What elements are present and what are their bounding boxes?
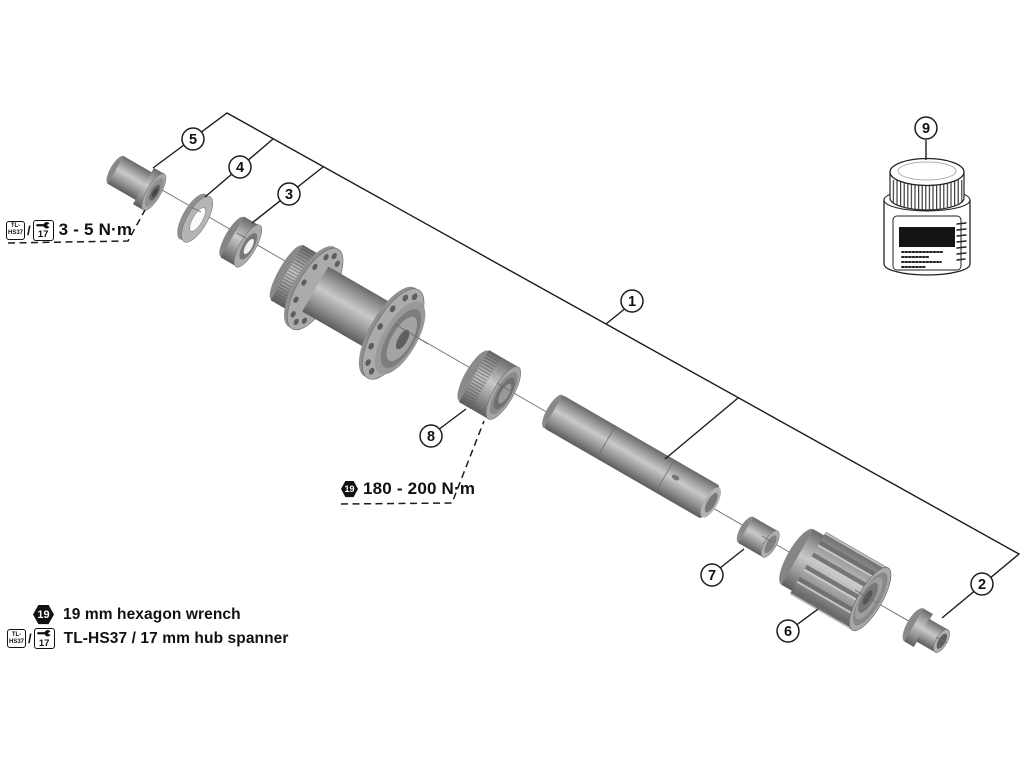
wrench-legend-number: 17 (38, 637, 50, 649)
dashed-leader-torque-1 (7, 209, 146, 244)
jar-label-dotted-text (901, 251, 944, 268)
branch-line-axle (664, 397, 739, 460)
wrench-icon (35, 221, 51, 229)
torque-value-middle: 180 - 200 N·m (363, 479, 476, 498)
torque-leader-lines (7, 209, 485, 505)
legend-row-hub-spanner: TL- HS37 / 17 TL-HS37 / 17 mm hub spanne… (7, 627, 289, 650)
callout-5: 5 (181, 127, 205, 151)
tool-separator: / (27, 222, 31, 238)
callout-8: 8 (419, 424, 443, 448)
callout-5-number: 5 (189, 132, 197, 148)
jar-side-ribs (956, 222, 967, 261)
hexagon-19-legend-icon: 19 (33, 604, 54, 625)
legend-tool-separator: / (28, 631, 32, 646)
callout-8-number: 8 (427, 429, 435, 445)
wrench-17-tool-icon: 17 (32, 219, 54, 241)
legend-row-hexagon-wrench: 19 19 mm hexagon wrench (33, 604, 241, 625)
callout-bubbles: 5 4 3 1 8 7 6 2 (181, 116, 994, 643)
part-washer (177, 193, 214, 243)
part-spacer (736, 516, 780, 558)
callout-9-number: 9 (922, 121, 930, 137)
part-freehub-body (779, 528, 892, 632)
part-left-end-cap (106, 155, 167, 211)
callout-3: 3 (277, 182, 301, 206)
axis-overlay-segments (190, 206, 948, 644)
tl-hs37-legend-icon: TL- HS37 (7, 629, 26, 648)
tl-hs37-tool-icon: TL- HS37 (6, 220, 25, 240)
callout-7-number: 7 (708, 568, 716, 584)
wrench-size-number: 17 (37, 229, 49, 240)
callout-2-number: 2 (978, 577, 986, 593)
hexagon-size-number: 19 (344, 484, 355, 494)
callout-2: 2 (970, 572, 994, 596)
callout-1: 1 (620, 289, 644, 313)
tl-hs37-legend-line1: TL- (11, 631, 22, 638)
legend-hub-spanner-label: TL-HS37 / 17 mm hub spanner (63, 629, 289, 647)
callout-6-number: 6 (784, 624, 792, 640)
callout-4-number: 4 (236, 160, 244, 176)
callout-9: 9 (914, 116, 938, 140)
callout-1-number: 1 (628, 294, 636, 310)
callout-3-number: 3 (285, 187, 293, 203)
torque-label-left: TL- HS37 / 17 3 - 5 N·m (6, 218, 132, 242)
tl-hs37-legend-line2: HS37 (8, 638, 24, 645)
hexagon-legend-number: 19 (37, 608, 50, 621)
part-axle (542, 394, 722, 518)
wrench-legend-icon (36, 629, 52, 637)
wrench-17-legend-icon: 17 (33, 628, 55, 649)
part-bearing-cone (219, 216, 263, 268)
callout-7: 7 (700, 563, 724, 587)
tl-hs37-line2: HS37 (7, 230, 23, 236)
legend-hexagon-wrench-label: 19 mm hexagon wrench (63, 605, 241, 623)
torque-label-middle: 19 180 - 200 N·m (341, 479, 475, 499)
tl-hs37-line1: TL- (10, 223, 21, 230)
callout-4: 4 (228, 155, 252, 179)
part-right-end-cap (902, 608, 950, 653)
part-lockring (457, 350, 521, 420)
callout-6: 6 (776, 619, 800, 643)
part-hub-shell (269, 244, 426, 380)
dashed-leader-torque-2 (340, 420, 485, 505)
hexagon-19-tool-icon: 19 (341, 480, 358, 498)
torque-value-left: 3 - 5 N·m (58, 220, 133, 239)
part-grease-jar (883, 157, 971, 276)
jar-label-black-panel (899, 227, 955, 247)
